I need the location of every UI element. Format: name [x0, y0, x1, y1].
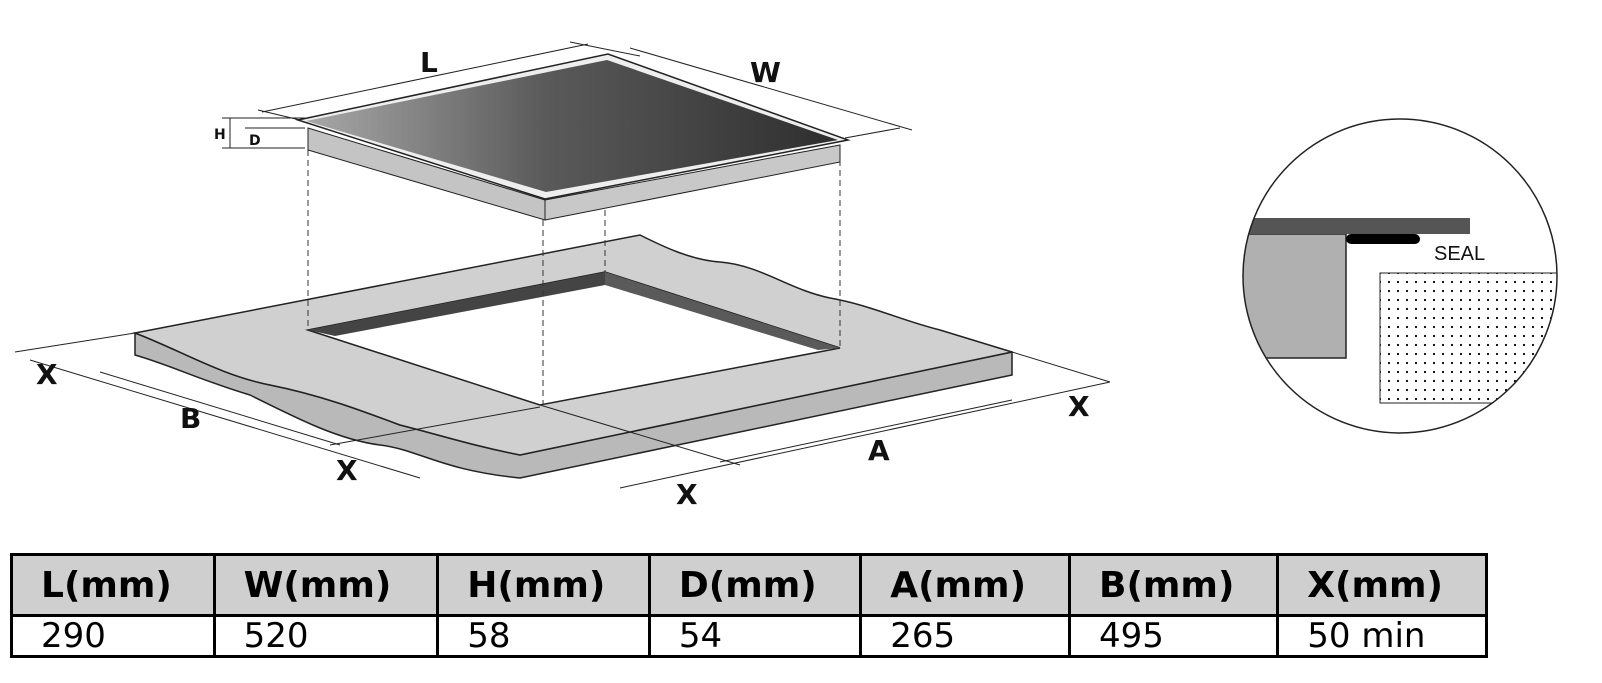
hob [295, 53, 851, 221]
cutout-edge [308, 272, 605, 336]
seal-detail: SEAL [1242, 118, 1558, 434]
header-D: D(mm) [647, 553, 863, 617]
label-B: B [180, 402, 201, 435]
countertop [132, 234, 1013, 479]
seal [1346, 234, 1420, 244]
table-header-row: L(mm) W(mm) H(mm) D(mm) A(mm) B(mm) X(mm… [10, 553, 1488, 617]
label-L: L [420, 46, 438, 79]
value-L: 290 [10, 614, 216, 658]
label-A: A [868, 434, 890, 467]
seal-label: SEAL [1434, 243, 1485, 265]
table-row: 290 520 58 54 265 495 50 min [10, 614, 1488, 658]
dimensions-table: L(mm) W(mm) H(mm) D(mm) A(mm) B(mm) X(mm… [10, 553, 1488, 658]
value-B: 495 [1068, 614, 1280, 658]
value-H: 58 [436, 614, 651, 658]
label-D: D [249, 133, 261, 149]
installation-diagram: L W H D X B X X A X SEAL [14, 41, 1558, 511]
value-X: 50 min [1276, 614, 1488, 658]
label-X-right: X [1068, 390, 1090, 423]
header-A: A(mm) [859, 553, 1072, 617]
header-B: B(mm) [1068, 553, 1280, 617]
label-W: W [750, 56, 781, 89]
header-W: W(mm) [212, 553, 440, 617]
projection-lines [307, 150, 841, 405]
label-X-front-left: X [336, 454, 358, 487]
label-X-front-right: X [676, 478, 698, 511]
dimension-lines [14, 41, 1111, 489]
label-H: H [214, 127, 226, 143]
label-X-left: X [36, 358, 58, 391]
value-W: 520 [212, 614, 440, 658]
header-L: L(mm) [10, 553, 216, 617]
header-X: X(mm) [1276, 553, 1488, 617]
value-A: 265 [859, 614, 1072, 658]
header-H: H(mm) [436, 553, 651, 617]
value-D: 54 [647, 614, 863, 658]
